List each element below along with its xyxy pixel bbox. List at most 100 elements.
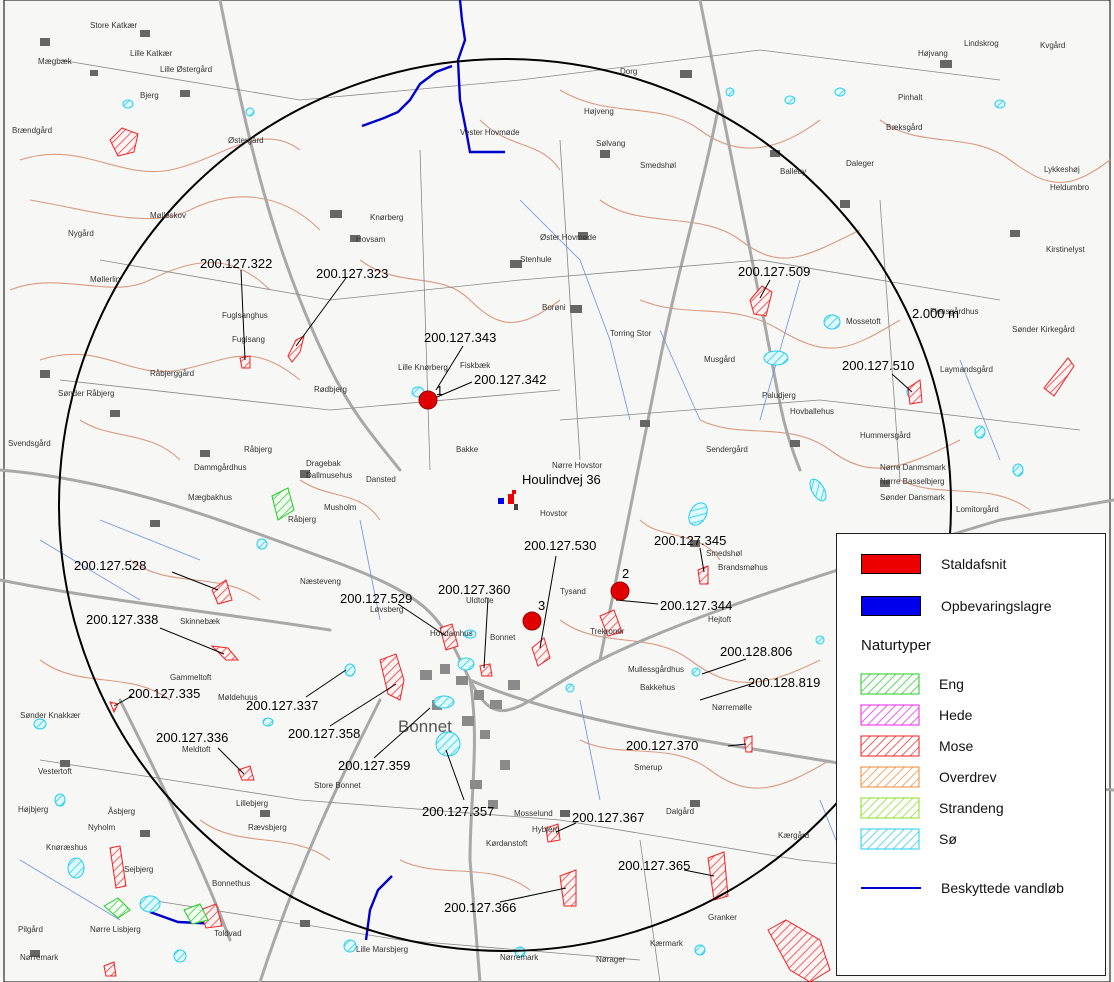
town-label: Bonnet bbox=[398, 717, 452, 736]
stable-markers[interactable]: 1 2 3 bbox=[418, 383, 630, 631]
place-name: Vestertoft bbox=[38, 767, 73, 776]
stream-south bbox=[364, 875, 393, 941]
stable-marker-1[interactable] bbox=[418, 390, 438, 410]
place-name: Øster Hovmøde bbox=[540, 233, 597, 242]
place-name: Granker bbox=[708, 913, 737, 922]
place-name: Bjerg bbox=[140, 91, 159, 100]
area-label: 200.127.345 bbox=[654, 533, 726, 548]
place-name: Møldehuus bbox=[218, 693, 258, 702]
place-name: Næsteveng bbox=[300, 577, 341, 586]
area-label: 200.127.509 bbox=[738, 264, 810, 279]
place-name: Åsbjerg bbox=[108, 807, 135, 816]
contour-lines bbox=[9, 89, 1111, 911]
strandeng-swatch-icon bbox=[860, 797, 920, 819]
area-label: 200.127.344 bbox=[660, 598, 732, 613]
area-label: 200.127.530 bbox=[524, 538, 596, 553]
legend-item-strandeng: Strandeng bbox=[837, 794, 1004, 822]
place-name: Musholm bbox=[324, 503, 357, 512]
place-name: Mægbæk bbox=[38, 57, 73, 66]
area-label: 200.127.342 bbox=[474, 372, 546, 387]
area-label: 200.128.806 bbox=[720, 644, 792, 659]
ditches bbox=[19, 199, 1001, 921]
area-label: 200.127.510 bbox=[842, 358, 914, 373]
place-name: Vester Hovmøde bbox=[460, 128, 520, 137]
place-name: Lindskrog bbox=[964, 39, 999, 48]
area-label: 200.127.360 bbox=[438, 582, 510, 597]
place-name: Nygård bbox=[68, 229, 94, 238]
minor-roads bbox=[39, 49, 1081, 982]
place-name: Sønder Dansmark bbox=[880, 493, 946, 502]
place-name: Sønder Kirkegård bbox=[1012, 325, 1075, 334]
place-name: Torring Stor bbox=[610, 329, 652, 338]
area-label: 200.127.343 bbox=[424, 330, 496, 345]
legend-label: Sø bbox=[939, 831, 957, 847]
place-name: Toldvad bbox=[214, 929, 242, 938]
place-name: Hovballehus bbox=[790, 407, 834, 416]
place-name: Rødbjerg bbox=[314, 385, 347, 394]
place-name: Rævsbjerg bbox=[248, 823, 287, 832]
place-name: Knørberg bbox=[370, 213, 403, 222]
place-name: Dragebak bbox=[306, 459, 342, 468]
place-name: Hybjerg bbox=[532, 825, 560, 834]
center-farm[interactable]: Houlindvej 36 bbox=[498, 472, 601, 510]
overdrev-swatch-icon bbox=[860, 766, 920, 788]
place-name: Stenhule bbox=[520, 255, 552, 264]
place-name: Kørdanstoft bbox=[486, 839, 528, 848]
stream-northwest bbox=[361, 64, 453, 128]
map-legend: Staldafsnit Opbevaringslagre Naturtyper … bbox=[836, 533, 1106, 976]
place-name: Lille Knørberg bbox=[398, 363, 448, 372]
place-name: Skinnebæk bbox=[180, 617, 221, 626]
area-label: 200.127.358 bbox=[288, 726, 360, 741]
eng-areas bbox=[103, 487, 295, 925]
area-label: 200.127.365 bbox=[618, 858, 690, 873]
area-labels: 200.127.322 200.127.323 200.127.343 200.… bbox=[74, 256, 914, 915]
place-name: Heldumbro bbox=[1050, 183, 1090, 192]
stable-marker-3[interactable] bbox=[522, 611, 542, 631]
place-name: Paludjerg bbox=[762, 391, 796, 400]
place-name: Sendergård bbox=[706, 445, 748, 454]
place-name: Råbjerg bbox=[288, 515, 316, 524]
place-name: Pilgård bbox=[18, 925, 43, 934]
place-name: Dalgård bbox=[666, 807, 694, 816]
place-name: Svendsgård bbox=[8, 439, 51, 448]
legend-item-overdrev: Overdrev bbox=[837, 763, 997, 791]
stable-marker-2[interactable] bbox=[610, 581, 630, 601]
legend-item-mose: Mose bbox=[837, 732, 973, 760]
place-name: Dorg bbox=[620, 67, 637, 76]
area-label: 200.127.335 bbox=[128, 686, 200, 701]
place-name: Nyholm bbox=[88, 823, 115, 832]
place-name: Gammeltoft bbox=[170, 673, 212, 682]
legend-label: Beskyttede vandløb bbox=[941, 880, 1064, 896]
place-name: Nørre Danmsmark bbox=[880, 463, 947, 472]
place-name: Mossetoft bbox=[846, 317, 881, 326]
legend-label: Hede bbox=[939, 707, 973, 723]
legend-swatch bbox=[861, 554, 921, 574]
place-name: Kvgård bbox=[1040, 41, 1065, 50]
area-label: 200.127.370 bbox=[626, 738, 698, 753]
place-names: Store Katkær Lille Katkær Mægbæk Lille Ø… bbox=[8, 21, 1090, 964]
legend-label: Staldafsnit bbox=[941, 556, 1007, 572]
farm-building bbox=[514, 504, 518, 510]
area-label: 200.127.528 bbox=[74, 558, 146, 573]
legend-label: Mose bbox=[939, 738, 974, 754]
map-frame bbox=[3, 0, 1111, 982]
place-name: Fiskbæk bbox=[460, 361, 491, 370]
place-name: Smedshøl bbox=[640, 161, 676, 170]
legend-item-hede: Hede bbox=[837, 701, 972, 729]
place-name: Nørre Lisbjerg bbox=[90, 925, 141, 934]
area-label: 200.127.367 bbox=[572, 810, 644, 825]
legend-label: Overdrev bbox=[939, 769, 997, 785]
place-name: Bonnet bbox=[490, 633, 516, 642]
place-name: Sønder Råbjerg bbox=[58, 389, 114, 398]
leader-lines bbox=[113, 269, 913, 903]
place-name: Daleger bbox=[846, 159, 874, 168]
stream-line-icon bbox=[861, 887, 921, 889]
place-name: Højveng bbox=[584, 107, 614, 116]
area-label: 200.127.366 bbox=[444, 900, 516, 915]
place-name: Bæksgård bbox=[886, 123, 922, 132]
place-name: Råbjerggård bbox=[150, 369, 194, 378]
place-name: Mølleskov bbox=[150, 211, 186, 220]
place-name: Højbjerg bbox=[18, 805, 48, 814]
area-label: 200.127.357 bbox=[422, 804, 494, 819]
